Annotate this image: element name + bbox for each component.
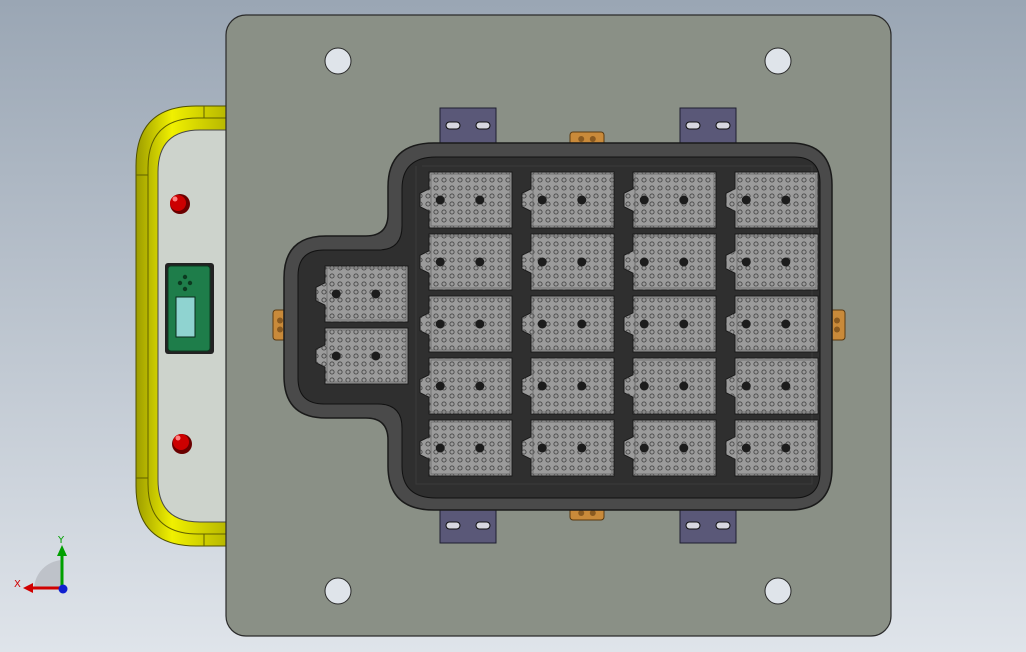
tray-clamp [679,507,737,544]
product-nest[interactable] [419,171,513,229]
product-nest[interactable] [725,233,819,291]
product-nest[interactable] [725,419,819,477]
x-axis-label: X [14,579,21,590]
side-nest-column[interactable] [315,265,409,385]
product-nest[interactable] [623,171,717,229]
tray-clamp [679,107,737,144]
hmi-key[interactable] [187,280,193,286]
y-axis-arrowhead [57,545,67,556]
x-axis-arrowhead [23,583,33,593]
hmi-key[interactable] [182,274,188,280]
product-nest[interactable] [521,171,615,229]
tray-clamp [439,107,497,144]
product-nest[interactable] [419,357,513,415]
product-nest[interactable] [725,295,819,353]
coordinate-triad: Y X [14,535,68,594]
product-nest[interactable] [623,419,717,477]
hmi-terminal[interactable] [165,263,214,354]
start-button[interactable] [172,434,192,454]
product-nest[interactable] [419,233,513,291]
tray-step-line [415,165,813,485]
product-nest[interactable] [521,233,615,291]
tray-clamp [439,507,497,544]
product-nest[interactable] [623,233,717,291]
emergency-stop-button[interactable] [170,194,190,214]
y-axis-label: Y [57,535,65,546]
z-axis-marker [58,584,68,594]
product-nest[interactable] [725,171,819,229]
product-nest[interactable] [419,419,513,477]
product-nest[interactable] [315,327,409,385]
product-nest[interactable] [521,419,615,477]
mounting-hole [324,47,352,75]
control-enclosure[interactable] [135,105,227,547]
mounting-hole [764,577,792,605]
mounting-hole [764,47,792,75]
triad-plane [34,560,62,588]
product-nest[interactable] [623,357,717,415]
product-nest[interactable] [521,357,615,415]
nest-grid[interactable] [419,171,819,477]
hmi-key[interactable] [182,286,188,292]
product-nest[interactable] [315,265,409,323]
hmi-screen [175,296,196,338]
mounting-hole [324,577,352,605]
product-nest[interactable] [725,357,819,415]
product-nest[interactable] [419,295,513,353]
nest-tray[interactable] [283,142,833,511]
product-nest[interactable] [623,295,717,353]
enclosure-rim-inner-line [147,117,226,535]
tray-clamps [439,107,737,544]
locator-tab [828,309,846,341]
hmi-key[interactable] [177,280,183,286]
product-nest[interactable] [521,295,615,353]
